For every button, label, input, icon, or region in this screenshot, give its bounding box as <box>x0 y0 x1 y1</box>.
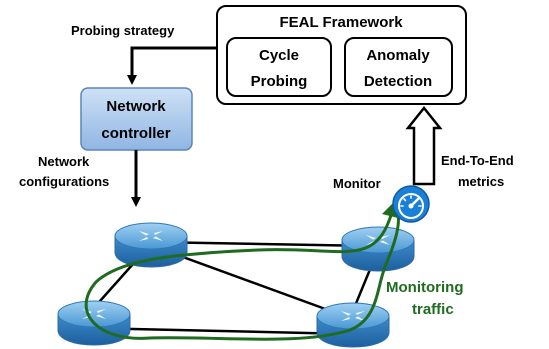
router-icon-bottom-right <box>316 302 390 348</box>
network-controller-box: Network controller <box>80 87 193 151</box>
monitoring-traffic-cycle <box>84 211 400 341</box>
framework-title: FEAL Framework <box>279 14 403 31</box>
probing-strategy-label: Probing strategy <box>71 23 175 38</box>
cycle-probing-line1: Cycle <box>259 47 299 64</box>
speedometer-icon <box>392 185 430 223</box>
anomaly-detection-line1: Anomaly <box>366 47 430 64</box>
router-icon-top-right <box>341 226 415 272</box>
anomaly-detection-line2: Detection <box>364 73 432 90</box>
controller-line1: Network <box>106 98 166 115</box>
network-configurations-line1: Network <box>38 154 90 169</box>
end-to-end-metrics-line2: metrics <box>458 174 504 189</box>
probing-strategy-arrow <box>127 46 217 85</box>
controller-line2: controller <box>101 125 170 142</box>
end-to-end-metrics-line1: End-To-End <box>441 153 514 168</box>
link-bl-br <box>91 326 351 336</box>
feal-framework-box: FEAL Framework Cycle Probing Anomaly Det… <box>216 5 467 105</box>
network-configurations-line2: configurations <box>19 174 109 189</box>
monitor-label: Monitor <box>333 176 381 191</box>
anomaly-detection-box <box>344 37 453 97</box>
cycle-probing-box <box>226 37 332 97</box>
monitoring-traffic-line2: traffic <box>412 301 454 318</box>
end-to-end-metrics-arrow <box>405 105 443 186</box>
cycle-probing-line2: Probing <box>251 73 308 90</box>
monitoring-traffic-line1: Monitoring <box>386 279 463 296</box>
